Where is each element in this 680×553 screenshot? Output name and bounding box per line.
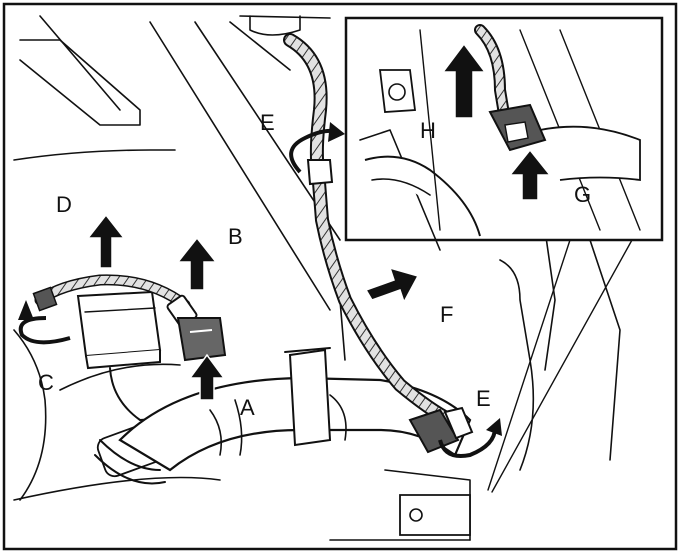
label-f: F [440,302,453,327]
label-c: C [38,370,54,395]
leader-line-left [487,239,571,491]
pull-up-arrow [86,213,126,269]
label-d: D [56,192,72,217]
pull-up-arrow [508,148,552,201]
label-e-top: E [260,110,275,135]
harness-f-bottom-clip [408,408,460,454]
connector-b [176,317,227,362]
harness-b-end-clip [32,286,58,312]
pull-up-arrow [441,42,487,119]
label-h: H [420,118,436,143]
rotate-arrow [438,418,502,458]
detail-inset [344,16,664,251]
harness-f [283,33,474,454]
label-b: B [228,224,243,249]
leader-line-right [491,239,633,493]
pull-up-arrow [176,236,218,291]
label-a: A [240,395,255,420]
label-e-bottom: E [476,386,491,411]
label-g: G [574,182,591,207]
harness-f-top-fitting [306,159,334,186]
harness-b [32,274,227,362]
push-right-arrow [364,266,420,304]
pull-up-arrow [188,353,226,401]
rotate-arrow [18,300,71,345]
pipe-assembly-a [94,347,472,536]
rotate-arrow [289,122,345,174]
